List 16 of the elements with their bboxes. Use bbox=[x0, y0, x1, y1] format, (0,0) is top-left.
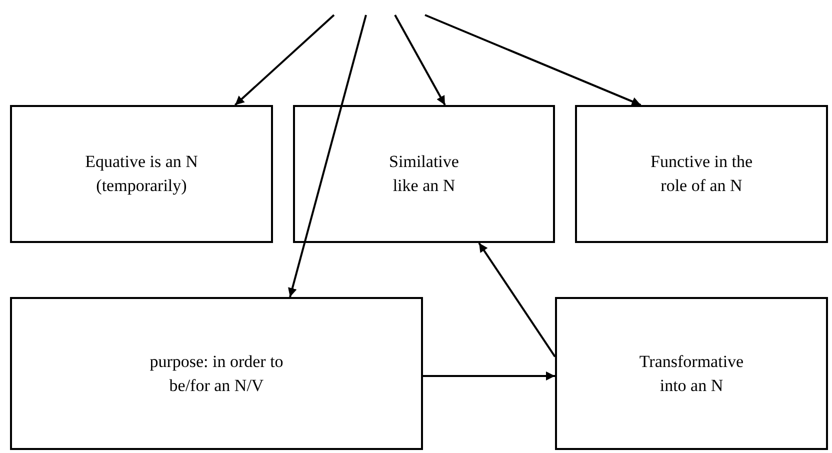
arrow bbox=[234, 14, 335, 106]
category-label: Similative like an N bbox=[388, 151, 460, 197]
category-label: Equative is an N (temporarily) bbox=[84, 151, 199, 197]
arrow bbox=[424, 14, 642, 106]
arrow bbox=[394, 14, 446, 106]
arrow bbox=[423, 371, 555, 380]
category-box bbox=[293, 105, 555, 243]
category-label: purpose: in order to be/for an N/V bbox=[148, 350, 284, 396]
category-box bbox=[555, 297, 828, 450]
category-box bbox=[10, 297, 423, 450]
arrow bbox=[288, 14, 367, 298]
category-box bbox=[575, 105, 828, 243]
category-box bbox=[10, 105, 273, 243]
category-label: Transformative into an N bbox=[638, 350, 745, 396]
category-label: Functive in the role of an N bbox=[650, 151, 754, 197]
arrow bbox=[478, 242, 556, 358]
